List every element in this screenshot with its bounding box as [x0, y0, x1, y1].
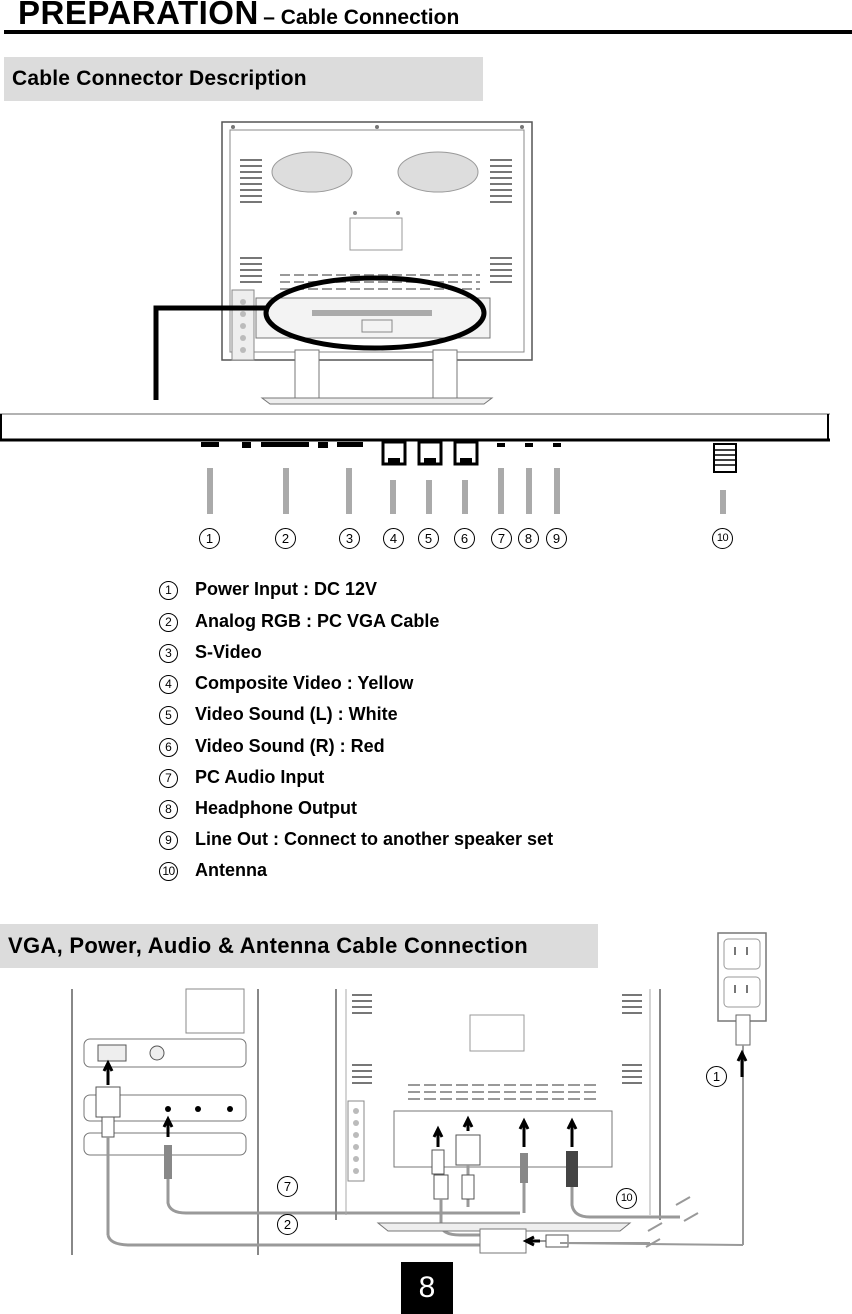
legend-text: Composite Video : Yellow [195, 673, 414, 693]
callout-9: 9 [546, 528, 567, 549]
legend-text: PC Audio Input [195, 767, 325, 787]
cable-connection-diagram [71, 932, 767, 1260]
diagram-callout-audio: 7 [277, 1176, 298, 1197]
diagram-callout-antenna: 10 [616, 1188, 637, 1209]
legend-number: 2 [159, 613, 178, 632]
legend-text: Antenna [195, 860, 267, 880]
section-heading-cable-connection: VGA, Power, Audio & Antenna Cable Connec… [0, 924, 598, 968]
section-heading-connector-description: Cable Connector Description [4, 57, 483, 101]
tv-rear-illustration [153, 121, 533, 405]
legend-number: 1 [159, 581, 178, 600]
legend-text: Video Sound (R) : Red [195, 736, 385, 756]
page-number: 8 [401, 1262, 453, 1314]
legend-text: Line Out : Connect to another speaker se… [195, 829, 554, 849]
callout-2: 2 [275, 528, 296, 549]
legend-number: 3 [159, 644, 178, 663]
header-rule [4, 30, 852, 34]
legend-text: Power Input : DC 12V [195, 579, 378, 599]
legend-text: Analog RGB : PC VGA Cable [195, 611, 440, 631]
legend-number: 7 [159, 769, 178, 788]
page-title: PREPARATION [18, 0, 259, 31]
legend-text: Video Sound (L) : White [195, 704, 398, 724]
diagram-callout-power: 1 [706, 1066, 727, 1087]
legend-text: Headphone Output [195, 798, 357, 818]
legend-text: S-Video [195, 642, 262, 662]
callout-1: 1 [199, 528, 220, 549]
legend-number: 10 [159, 862, 178, 881]
callout-10: 10 [712, 528, 733, 549]
legend-number: 9 [159, 831, 178, 850]
callout-4: 4 [383, 528, 404, 549]
page-header: PREPARATION – Cable Connection [18, 0, 459, 32]
connector-panel-detail [0, 413, 830, 514]
diagram-callout-vga: 2 [277, 1214, 298, 1235]
legend-number: 8 [159, 800, 178, 819]
legend-number: 4 [159, 675, 178, 694]
legend-number: 5 [159, 706, 178, 725]
callout-7: 7 [491, 528, 512, 549]
callout-3: 3 [339, 528, 360, 549]
legend-number: 6 [159, 738, 178, 757]
callout-5: 5 [418, 528, 439, 549]
callout-6: 6 [454, 528, 475, 549]
callout-8: 8 [518, 528, 539, 549]
page-subtitle: – Cable Connection [263, 6, 460, 29]
